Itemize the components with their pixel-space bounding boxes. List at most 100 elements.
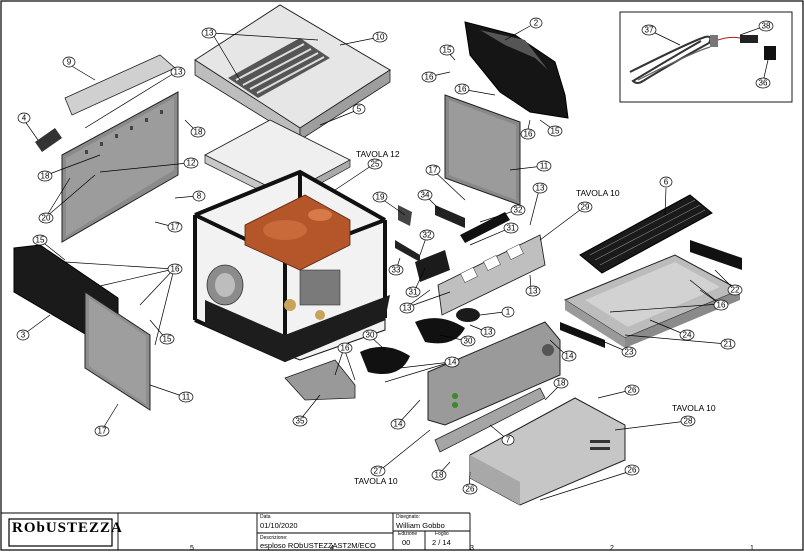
callout-14a-label: 14 [448,358,457,367]
zone-number: 4 [330,545,334,552]
callout-23: 23 [621,346,637,358]
callout-16d: 16 [713,299,729,311]
callout-15c: 15 [159,333,175,345]
callout-5: 5 [352,103,366,115]
callout-30b: 30 [460,335,476,347]
callout-10: 10 [372,31,388,43]
callout-34: 34 [417,189,433,201]
callout-28: 28 [680,415,696,427]
callout-18a: 18 [37,170,53,182]
callout-15d-label: 15 [551,127,560,136]
callout-1: 1 [501,306,515,318]
callout-13a-label: 13 [205,29,214,38]
description-label: Descrizione: [260,535,288,541]
callout-32a: 32 [510,204,526,216]
callout-7-label: 7 [506,436,511,445]
callout-6: 6 [659,176,673,188]
part-electronics-boards [395,205,510,282]
callout-32a-label: 32 [514,206,523,215]
part-bottom-plate [284,359,356,401]
callout-3: 3 [16,329,30,341]
callout-17c: 17 [425,164,441,176]
callout-13e-label: 13 [484,328,493,337]
callout-13d: 13 [525,285,541,297]
drawn-by-label: Disegnato: [396,514,420,520]
callout-16b: 16 [337,342,353,354]
callout-8-label: 8 [197,192,202,201]
company-logo: RObUSTEZZA [12,520,123,536]
edition-label: Edizione [398,531,418,537]
part-22 [690,240,742,270]
callout-15b-label: 15 [443,46,452,55]
callout-25: 25 [367,158,383,170]
callout-9-label: 9 [67,58,72,67]
callout-13b: 13 [170,66,186,78]
callout-15a-label: 15 [36,236,45,245]
part-left-front-panel [84,291,151,411]
callout-18a-label: 18 [41,172,50,181]
callout-19: 19 [372,191,388,203]
callout-16b-label: 16 [341,344,350,353]
callout-19-label: 19 [376,193,385,202]
callout-16c-label: 16 [425,73,434,82]
callout-13c: 13 [532,182,548,194]
part-cup-grille [579,194,713,274]
zone-number: 2 [610,545,614,552]
callout-bubbles: 1 2 3 4 5 6 7 8 9 10 11 11 12 13 13 13 1… [16,17,774,495]
part-1 [456,308,480,322]
callout-11a: 11 [178,391,194,403]
zone-number: 1 [750,545,754,552]
callout-14c-label: 14 [565,352,574,361]
callout-17a: 17 [167,221,183,233]
callout-20: 20 [38,212,54,224]
callout-32b: 32 [419,229,435,241]
callout-26a: 26 [624,384,640,396]
callout-10-label: 10 [376,33,385,42]
part-small-bracket [35,128,62,152]
reference-tavola-10-a: TAVOLA 10 [576,188,620,198]
part-right-side-panel [444,94,521,206]
callout-31a-label: 31 [409,288,418,297]
callout-15c-label: 15 [163,335,172,344]
callout-9: 9 [62,56,76,68]
callout-11a-label: 11 [182,393,191,402]
part-base-tray [469,397,626,506]
callout-17c-label: 17 [429,166,438,175]
callout-14b-label: 14 [394,420,403,429]
callout-26b-label: 26 [466,485,475,494]
reference-tavola-12: TAVOLA 12 [356,149,400,159]
callout-18b-label: 18 [194,128,203,137]
callout-14c: 14 [561,350,577,362]
callout-13c-label: 13 [536,184,545,193]
callout-34-label: 34 [421,191,430,200]
callout-30a-label: 30 [366,331,375,340]
part-main-frame [193,169,390,363]
callout-13a: 13 [201,27,217,39]
callout-29: 29 [577,201,593,213]
part-23 [560,322,605,348]
callout-12-label: 12 [187,159,196,168]
callout-14a: 14 [444,356,460,368]
callout-2: 2 [529,17,543,29]
callout-13d-label: 13 [529,287,538,296]
callout-7: 7 [501,434,515,446]
callout-18d: 18 [553,377,569,389]
callout-30a: 30 [362,329,378,341]
callout-24-label: 24 [683,331,692,340]
callout-31a: 31 [405,286,421,298]
part-19 [398,205,412,226]
callout-35-label: 35 [296,417,305,426]
part-group-holders [360,318,465,374]
zone-number: 3 [470,545,474,552]
callout-15a: 15 [32,234,48,246]
part-lower-bracket [434,387,546,453]
callout-17b: 17 [94,425,110,437]
callout-18d-label: 18 [557,379,566,388]
callout-32b-label: 32 [423,231,432,240]
callout-5-label: 5 [357,105,362,114]
callout-28-label: 28 [684,417,693,426]
callout-16e: 16 [454,83,470,95]
drawn-by-value: William Gobbo [396,521,445,530]
part-left-back-panel [61,91,179,243]
reference-tavola-10-b: TAVOLA 10 [672,403,716,413]
